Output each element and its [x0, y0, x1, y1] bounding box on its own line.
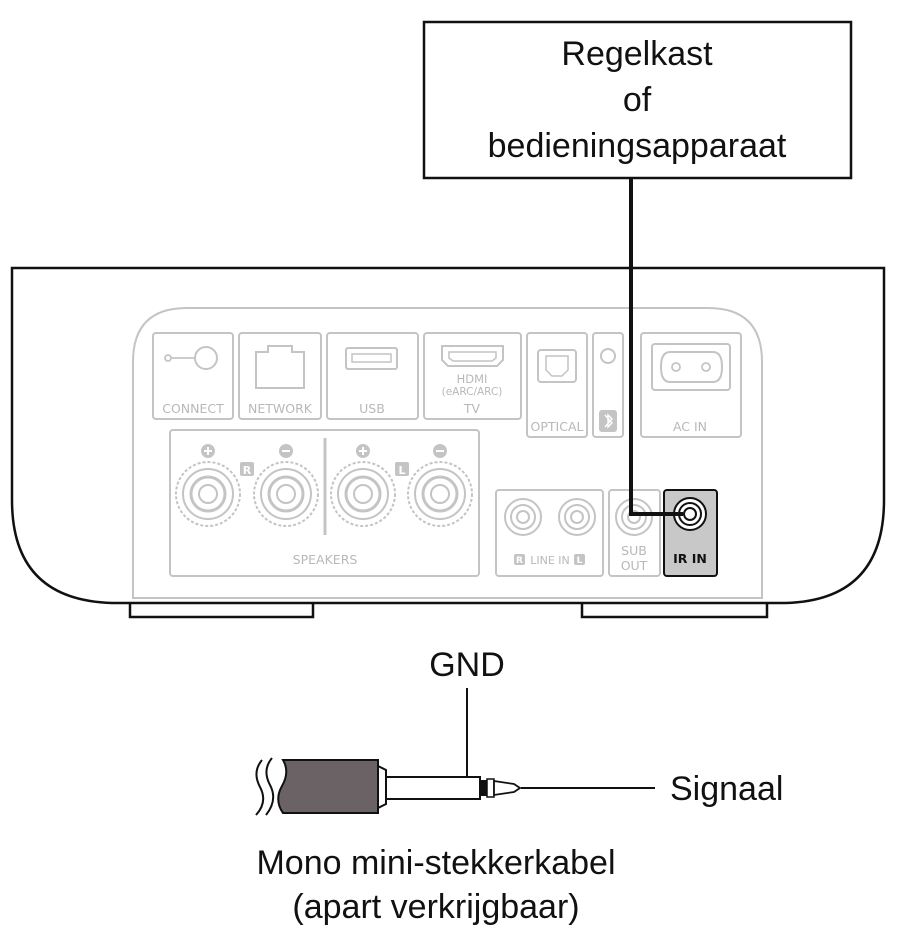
cable-caption-line2: (apart verkrijgbaar): [292, 888, 579, 926]
ac-in-label: AC IN: [673, 419, 707, 434]
hdmi-port: HDMI (eARC/ARC) TV: [423, 332, 522, 420]
ir-in-label: IR IN: [673, 551, 707, 566]
ir-in-port: IR IN: [663, 489, 718, 577]
speakers-terminals: R L SPEAKERS: [169, 429, 480, 577]
speaker-r-label: R: [243, 464, 252, 477]
line-in-r-label: R: [516, 556, 523, 566]
controller-label-line3: bedieningsapparaat: [488, 127, 787, 165]
rear-panel: [132, 307, 763, 599]
sub-out-label-line2: OUT: [621, 558, 648, 573]
connect-label: CONNECT: [162, 401, 224, 416]
speakers-label: SPEAKERS: [293, 552, 358, 567]
controller-box: Regelkast of bedieningsapparaat: [422, 20, 853, 180]
connect-port: CONNECT: [152, 332, 234, 420]
line-in-l-label: L: [577, 556, 583, 566]
gnd-label: GND: [429, 646, 505, 684]
hdmi-tv-label: TV: [463, 401, 481, 416]
usb-label: USB: [359, 401, 385, 416]
network-label: NETWORK: [248, 401, 313, 416]
sub-out-label-line1: SUB: [621, 543, 647, 558]
bluetooth-icon: [604, 413, 613, 429]
sub-out-port: SUB OUT: [608, 489, 661, 577]
line-in-port: R LINE IN L: [495, 489, 604, 577]
speaker-l-label: L: [398, 464, 405, 477]
device-body: [10, 266, 886, 619]
bluetooth-button: [592, 332, 624, 438]
optical-port: OPTICAL: [526, 332, 588, 438]
ac-in-port: AC IN: [640, 332, 742, 438]
cable-caption-line1: Mono mini-stekkerkabel: [256, 844, 615, 882]
mono-mini-plug: [255, 688, 655, 816]
network-port: NETWORK: [238, 332, 322, 420]
controller-label-line1: Regelkast: [561, 35, 713, 73]
controller-label-line2: of: [623, 81, 652, 119]
line-in-label: LINE IN: [530, 554, 570, 567]
hdmi-label: HDMI: [457, 372, 488, 386]
control-cable: [629, 178, 683, 516]
optical-label: OPTICAL: [531, 419, 584, 434]
hdmi-earc-label: (eARC/ARC): [442, 386, 503, 398]
signal-label: Signaal: [670, 770, 783, 808]
usb-port: USB: [326, 332, 419, 420]
